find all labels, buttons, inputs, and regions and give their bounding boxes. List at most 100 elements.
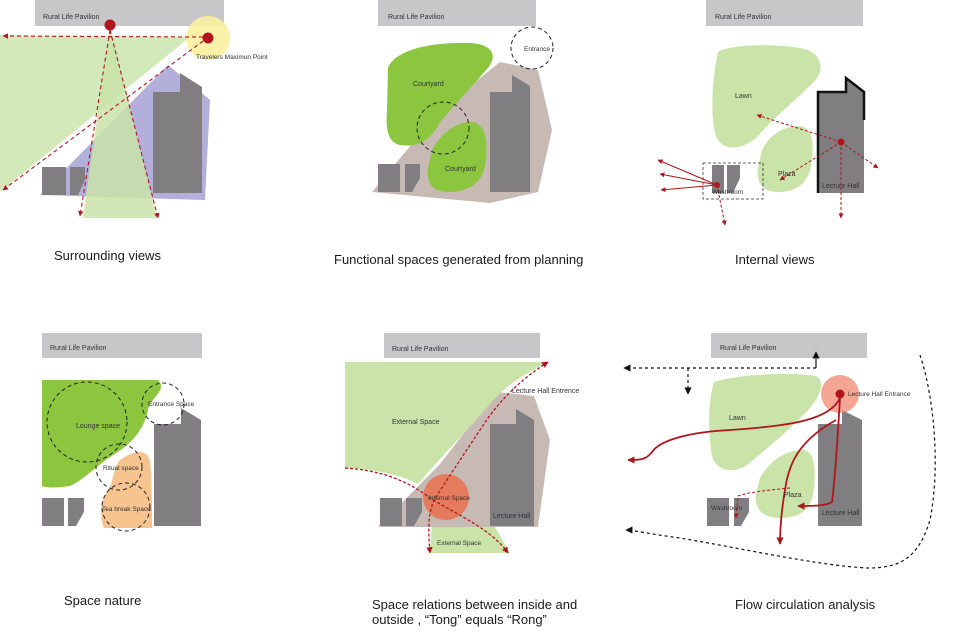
building-block-2 [68, 498, 84, 526]
panel-surrounding-views: Rural Life Pavilion Travelers Maximun Po… [0, 0, 268, 219]
lawn-label: Lawn [735, 93, 752, 100]
sightline [657, 159, 718, 186]
plaza-label: Plaza [784, 492, 802, 499]
lecture-hall-label: Lecture Hall [493, 513, 531, 520]
caption-space-relations-line2: outside , “Tong” equals “Rong” [372, 612, 547, 627]
sightline [659, 172, 718, 186]
entrance-label: Entrance [524, 46, 550, 53]
pavilion-title-bar [378, 0, 536, 26]
tea-circle [101, 482, 151, 532]
courtyard-lower [427, 122, 487, 192]
flow-path [627, 397, 841, 464]
courtyard-lower-label: Courtyard [445, 166, 476, 173]
sightline [779, 141, 842, 181]
building-block-2 [406, 498, 422, 526]
lounge-label: Lounge space [76, 423, 120, 430]
travelers-point-label: Travelers Maximun Point [196, 54, 268, 61]
panel-space-relations: Rural Life Pavilion External Space Lectu… [344, 333, 579, 554]
view-cone-green-down [83, 25, 157, 218]
external-bottom-label: External Space [437, 540, 481, 547]
caption-space-nature: Space nature [64, 593, 142, 608]
building-outline [816, 75, 866, 193]
sightline [660, 184, 718, 193]
sightline [78, 29, 111, 217]
building-lecture-hall [153, 73, 202, 193]
panel-internal-views: Rural Life Pavilion Lawn Plaza Washroom … [657, 0, 879, 226]
pavilion-title: Rural Life Pavilion [715, 14, 772, 21]
external-flow-loop [625, 354, 936, 569]
caption-space-relations-line1: Space relations between inside and [372, 597, 578, 612]
lecture-hall-label: Lecture Hall [822, 183, 860, 190]
pavilion-title-bar [35, 0, 224, 26]
view-origin-point [104, 19, 116, 31]
entrance-circle-dashed [510, 26, 554, 70]
building-lecture-hall [818, 78, 864, 193]
plaza-area [757, 126, 813, 192]
lawn-label: Lawn [729, 415, 746, 422]
panel-space-nature: Rural Life Pavilion Lounge space Entranc… [42, 333, 202, 532]
tea-label: Tea break Space [102, 506, 151, 513]
space-circle-dashed [416, 101, 470, 155]
washroom-label: Washroom [712, 189, 743, 196]
internal-space-label: Internal Space [428, 495, 470, 502]
building-block-1 [42, 498, 64, 526]
building-lecture-hall [818, 410, 862, 526]
building-block-2 [70, 167, 85, 195]
lawn-area [709, 374, 822, 471]
building-block-2 [405, 164, 420, 192]
entrance-point [835, 389, 845, 399]
building-lecture-hall [490, 75, 530, 192]
panel-flow-circulation: Rural Life Pavilion Lecture Hall Entranc… [623, 333, 936, 569]
courtyard-upper [386, 42, 493, 146]
caption-flow-circulation: Flow circulation analysis [735, 597, 876, 612]
tea-break-area [101, 452, 152, 528]
lecture-entrance-label: Lecture Hall Entrance [848, 391, 911, 398]
washroom-block-2 [734, 498, 749, 526]
sightline [716, 184, 727, 226]
lawn-area [712, 45, 821, 148]
panel-functional-spaces: Rural Life Pavilion Entrance Courtyard C… [372, 0, 554, 203]
courtyard-upper-label: Courtyard [413, 81, 444, 88]
washroom-block-1 [707, 498, 729, 526]
building-lecture-hall [490, 409, 534, 526]
plaza-label: Plaza [778, 171, 796, 178]
sightline [2, 33, 204, 39]
sightline [840, 141, 879, 169]
view-cone-green-left [0, 35, 190, 192]
washroom-label: Washroom [711, 505, 742, 512]
lecture-hall-label: Lecture Hall [822, 510, 860, 517]
pavilion-title-bar [42, 333, 202, 358]
pavilion-title-bar [384, 333, 540, 358]
pavilion-title: Rural Life Pavilion [388, 14, 445, 21]
pavilion-title: Rural Life Pavilion [43, 14, 100, 21]
pavilion-title-bar [706, 0, 863, 26]
lounge-circle [46, 381, 128, 463]
caption-surrounding-views: Surrounding views [54, 248, 161, 263]
sightline [109, 29, 160, 219]
boundary-line [344, 467, 509, 554]
travelers-point [202, 32, 214, 44]
external-top-label: External Space [392, 419, 440, 426]
pavilion-title: Rural Life Pavilion [392, 346, 449, 353]
washroom-outline [702, 162, 764, 200]
entrance-circle [141, 382, 185, 426]
lounge-area [42, 380, 162, 488]
boundary-line [426, 361, 549, 554]
building-block-1 [378, 164, 400, 192]
building-lecture-hall [154, 408, 201, 526]
caption-functional-spaces: Functional spaces generated from plannin… [334, 252, 584, 267]
entrance-label: Entrance Space [148, 401, 195, 408]
ritual-circle [95, 443, 143, 491]
lecture-entrance-label: Lecture Hall Entrence [512, 388, 579, 395]
pavilion-title: Rural Life Pavilion [50, 345, 107, 352]
caption-internal-views: Internal views [735, 252, 815, 267]
building-block-1 [42, 167, 66, 195]
flow-path [776, 419, 837, 545]
ritual-label: Ritual space [103, 465, 139, 472]
washroom-block-2 [727, 165, 740, 193]
flow-path [797, 397, 841, 510]
flow-path-washroom [733, 487, 791, 519]
pavilion-title-bar [711, 333, 867, 358]
building-block-1 [380, 498, 402, 526]
